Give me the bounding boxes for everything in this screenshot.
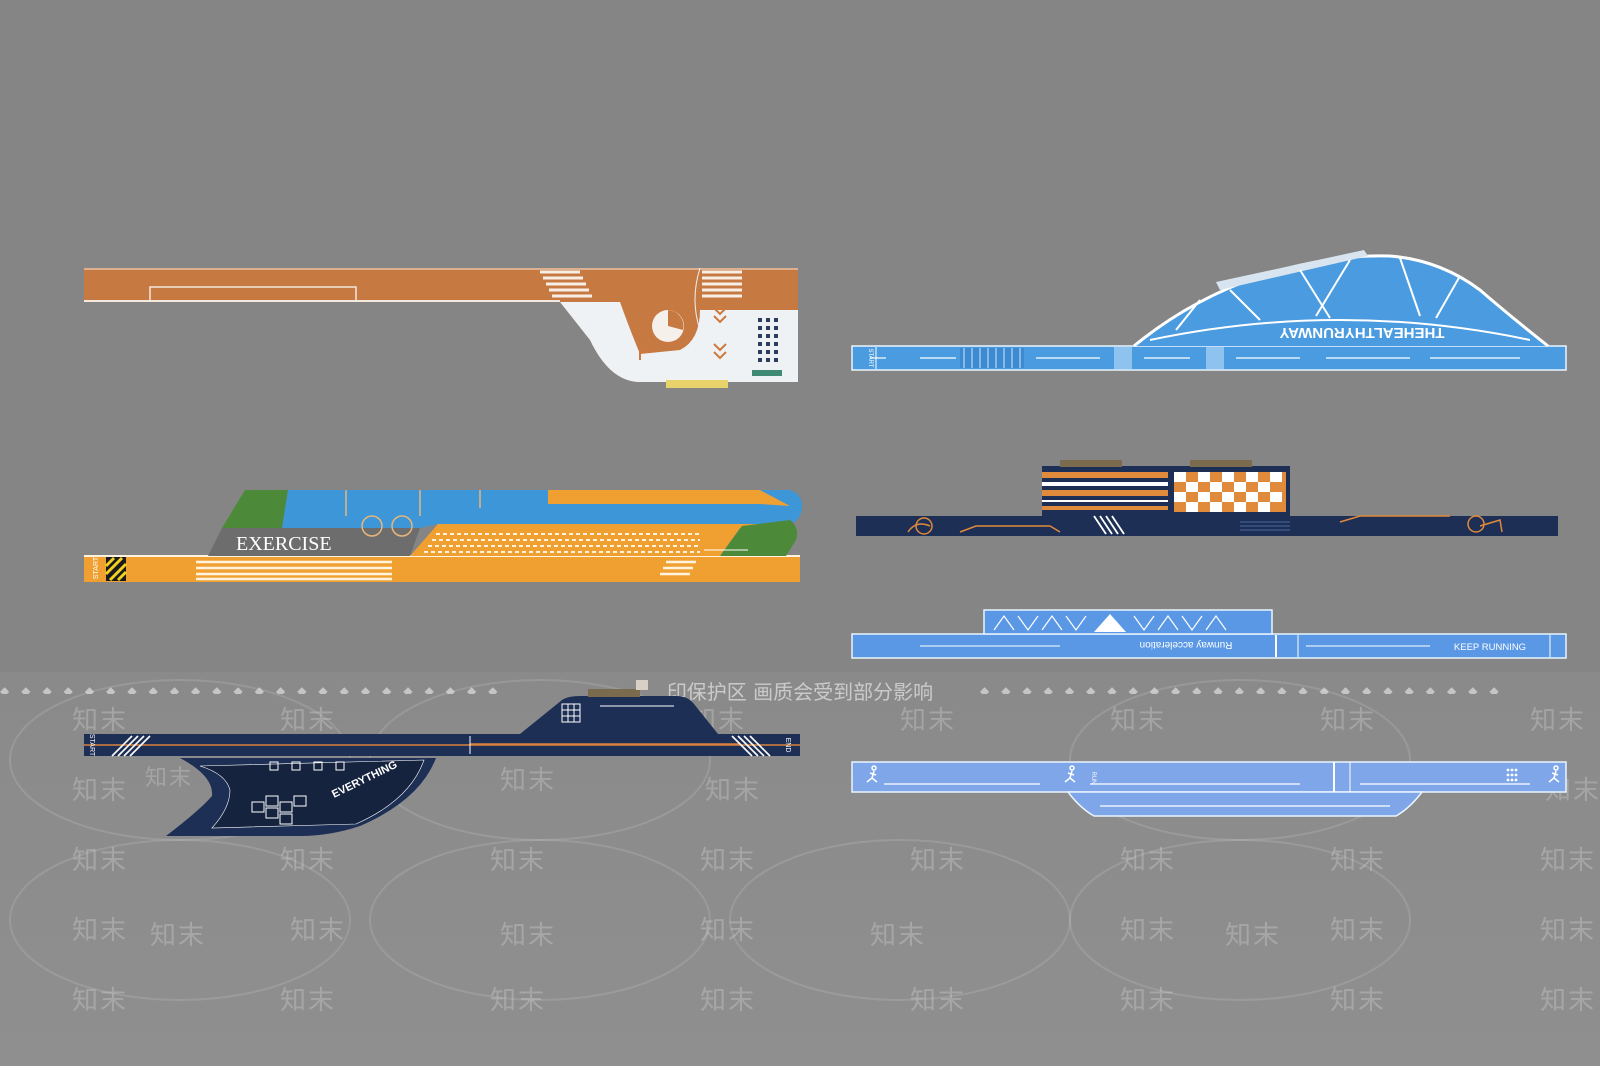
- exercise-runway-plan: EXERCISE START: [84, 490, 802, 582]
- watermark-brand: 知末: [1120, 916, 1177, 946]
- watermark-brand: 知末: [700, 986, 757, 1016]
- keep-running-plan: Runway acceleration KEEP RUNNING: [851, 609, 1567, 659]
- watermark-brand: 知末: [1110, 706, 1167, 736]
- watermark-brand: 知末: [1330, 916, 1387, 946]
- watermark-brand: 知末: [1540, 916, 1597, 946]
- watermark-brand: 知末: [1320, 706, 1377, 736]
- healthy-start-label: START: [867, 348, 873, 367]
- watermark-brand: 知末: [500, 766, 557, 796]
- watermark-brand: 知末: [280, 706, 337, 736]
- watermark-brand: 知末: [490, 986, 547, 1016]
- run-label: RUN: [1090, 772, 1096, 785]
- navy-checker-plan: [856, 460, 1558, 536]
- watermark-brand: 知末: [700, 916, 757, 946]
- everything-runway-plan: EVERYTHING START END: [84, 680, 800, 836]
- watermark-brand: 知末: [72, 706, 129, 736]
- orange-runway-plan: [84, 267, 798, 388]
- watermark-brand: 知末: [910, 846, 967, 876]
- watermark-brand: 知末: [290, 916, 347, 946]
- watermark-brand: 知末: [1540, 986, 1597, 1016]
- everything-start-label: START: [88, 734, 95, 757]
- watermark-ellipses: [9, 679, 1411, 1001]
- watermark-brand: 知末: [1530, 706, 1587, 736]
- watermark-brand: 知末: [72, 776, 129, 806]
- watermark-brand: 知末: [705, 776, 762, 806]
- everything-end-label: END: [784, 738, 791, 753]
- watermark-brand: 知末: [1225, 921, 1282, 951]
- watermark-dots-right: ◆◆◆◆◆◆◆◆◆◆◆◆◆◆◆◆◆◆◆◆◆◆◆◆◆: [980, 684, 1511, 694]
- watermark-notice: 印保护区 画质会受到部分影响: [666, 680, 934, 704]
- checker-pattern: [1174, 472, 1286, 512]
- watermark-brand: 知末: [280, 986, 337, 1016]
- watermark-brand: 知末: [500, 921, 557, 951]
- watermark-brand: 知末: [1120, 846, 1177, 876]
- watermark-brand: 知末: [72, 986, 129, 1016]
- runner-icon: [866, 765, 1560, 783]
- healthy-runway-label: THEHEALTHYRUNWAY: [1279, 324, 1444, 341]
- watermark-brand: 知末: [870, 921, 927, 951]
- healthy-runway-plan: THEHEALTHYRUNWAY START: [851, 250, 1567, 371]
- watermark-brand: 知末: [490, 846, 547, 876]
- keep-running-label: KEEP RUNNING: [1454, 642, 1526, 653]
- watermark-brand: 知末: [1330, 986, 1387, 1016]
- watermark-brand: 知末: [910, 986, 967, 1016]
- exercise-label: EXERCISE: [236, 533, 332, 555]
- watermark-brand: 知末: [150, 921, 207, 951]
- watermark-brand: 知末: [72, 846, 129, 876]
- exercise-start-label: START: [93, 556, 100, 579]
- watermark-brand: 知末: [280, 846, 337, 876]
- watermark-brand: 知末: [1540, 846, 1597, 876]
- watermark-brand: 知末: [72, 916, 129, 946]
- watermark-brand: 知末: [700, 846, 757, 876]
- watermark-dots-left: ◆◆◆◆◆◆◆◆◆◆◆◆◆◆◆◆◆◆◆◆◆◆◆◆: [0, 684, 510, 694]
- watermark-brand: 知末: [1330, 846, 1387, 876]
- watermark-brand: 知末: [1120, 986, 1177, 1016]
- runway-acceleration-label: Runway acceleration: [1140, 639, 1233, 650]
- run-runway-plan: RUN: [851, 761, 1567, 817]
- watermark-brand: 知末: [145, 766, 194, 791]
- watermark-brand: 知末: [900, 706, 957, 736]
